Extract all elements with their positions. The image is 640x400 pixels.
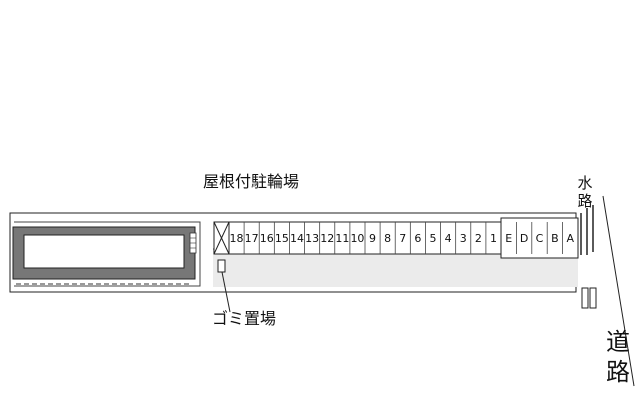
waterway-label-char-2: 路 (577, 192, 593, 210)
bicycle-slot-4: 4 (445, 232, 452, 245)
bicycle-slot-3: 3 (460, 232, 467, 245)
road-label: 道 路 (603, 327, 633, 387)
bicycle-slot-16: 16 (260, 232, 274, 245)
bicycle-slot-14: 14 (290, 232, 304, 245)
motorbike-slot-D: D (520, 232, 528, 245)
apartment-building (12, 226, 197, 285)
compound-outline (14, 221, 201, 287)
roofed-bicycle-parking-label: 屋根付駐輪場 (203, 172, 300, 191)
road-label-char-1: 道 (606, 328, 630, 356)
garbage-area-label: ゴミ置場 (212, 309, 277, 328)
garbage-enclosure (213, 221, 230, 255)
motorbike-slot-A: A (567, 232, 575, 245)
waterway-label-char-1: 水 (577, 174, 593, 192)
bicycle-slot-18: 18 (230, 232, 244, 245)
motorbike-slot-C: C (536, 232, 544, 245)
motorbike-parking-area (500, 217, 579, 259)
bicycle-slot-7: 7 (399, 232, 406, 245)
garbage-leader-line (221, 271, 231, 313)
road-edge-line (602, 195, 635, 387)
bicycle-slot-11: 11 (335, 232, 349, 245)
entrance-posts (581, 287, 597, 309)
bicycle-slot-5: 5 (430, 232, 437, 245)
garbage-point-marker (217, 259, 226, 273)
motorbike-slot-B: B (551, 232, 559, 245)
bicycle-slot-13: 13 (305, 232, 319, 245)
bicycle-slot-10: 10 (350, 232, 364, 245)
bicycle-slot-9: 9 (369, 232, 376, 245)
bicycle-slot-8: 8 (384, 232, 391, 245)
bicycle-slot-6: 6 (414, 232, 421, 245)
motorbike-slot-E: E (505, 232, 512, 245)
bicycle-slot-2: 2 (475, 232, 482, 245)
bicycle-slot-17: 17 (245, 232, 259, 245)
waterway-label: 水 路 (576, 174, 594, 210)
waterway-lines (580, 205, 594, 255)
bicycle-slot-12: 12 (320, 232, 334, 245)
road-label-char-2: 路 (606, 358, 630, 386)
bicycle-slot-1: 1 (490, 232, 497, 245)
bicycle-slot-15: 15 (275, 232, 289, 245)
